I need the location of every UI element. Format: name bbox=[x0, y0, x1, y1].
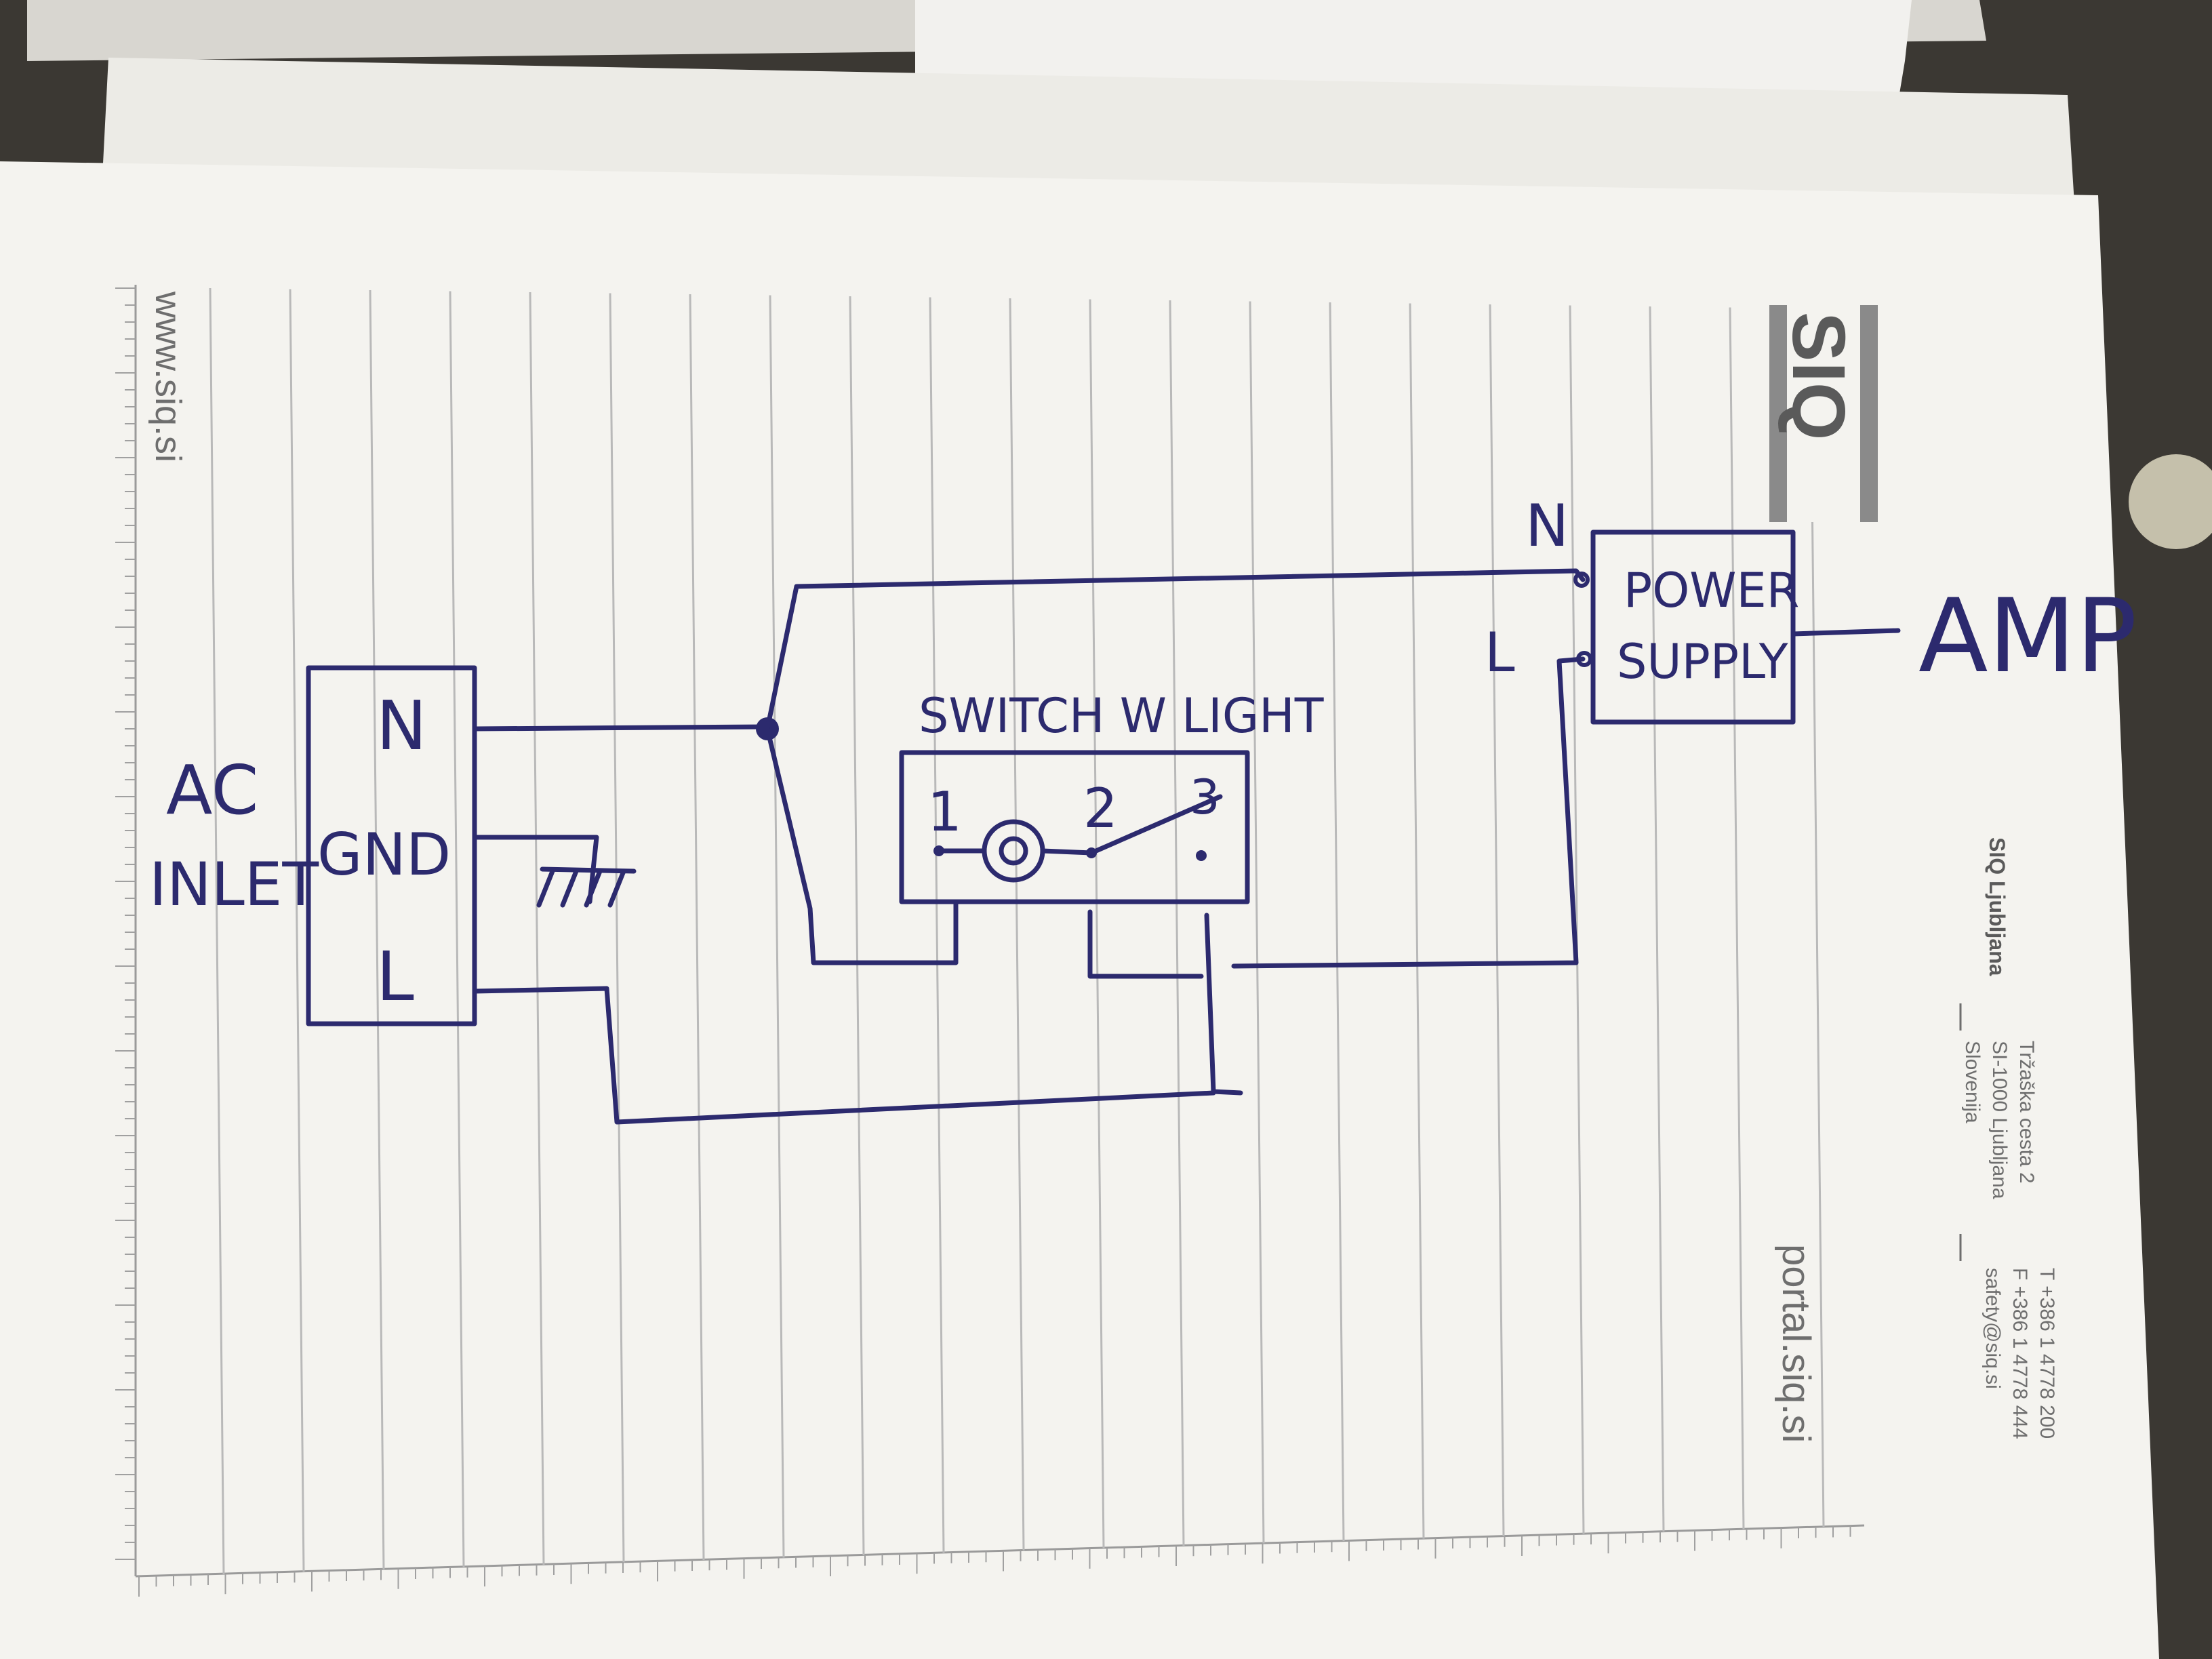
ruled-line bbox=[1329, 302, 1345, 1542]
ruled-lines bbox=[209, 287, 1825, 1575]
address-line3: Slovenija bbox=[1961, 1041, 1984, 1123]
amp-label: AMP bbox=[1918, 578, 2137, 696]
fax: F +386 1 4778 444 bbox=[2009, 1268, 2031, 1439]
ruled-line bbox=[1249, 301, 1265, 1544]
ac-label: AC bbox=[166, 751, 258, 830]
lamp-to-pin2-wire bbox=[1040, 848, 1094, 856]
psu-n-terminal bbox=[1573, 572, 1590, 588]
logo-text: SIQ bbox=[1777, 312, 1860, 441]
lamp-filament bbox=[999, 836, 1028, 866]
psu-line2: SUPPLY bbox=[1617, 634, 1788, 689]
switch-lever bbox=[1089, 794, 1223, 856]
address-line1: Tržaška cesta 2 bbox=[2015, 1041, 2038, 1184]
switch-to-psu-l-wire bbox=[1231, 656, 1586, 969]
ruled-line bbox=[449, 291, 465, 1567]
phone: T +386 1 4778 200 bbox=[2036, 1268, 2058, 1439]
power-supply-box bbox=[1590, 529, 1796, 725]
pin-l-label: L bbox=[376, 937, 414, 1016]
switched-line-wire bbox=[1087, 909, 1204, 979]
psu-l-label: L bbox=[1485, 621, 1515, 684]
ruled-line bbox=[929, 297, 945, 1553]
switch-pin1: 1 bbox=[927, 780, 962, 843]
switch-box bbox=[899, 750, 1250, 904]
neutral-to-switch-wire bbox=[765, 726, 959, 965]
company-name: SIQ Ljubljana bbox=[1985, 837, 2009, 976]
ruled-line bbox=[1089, 299, 1105, 1548]
switch-title: SWITCH W LIGHT bbox=[919, 688, 1324, 744]
ruled-line bbox=[1569, 305, 1585, 1534]
ruled-line bbox=[849, 296, 865, 1556]
live-wire bbox=[472, 986, 1216, 1125]
switch-pin2: 2 bbox=[1083, 777, 1118, 840]
neutral-wire bbox=[472, 724, 769, 732]
ruled-line bbox=[1169, 300, 1185, 1546]
psu-line1: POWER bbox=[1624, 563, 1799, 618]
switch-terminal-3 bbox=[1196, 850, 1207, 861]
siq-logo: SIQ bbox=[1769, 305, 1878, 522]
pin-n-label: N bbox=[376, 686, 427, 765]
ruled-line bbox=[609, 293, 625, 1563]
ground-wire bbox=[472, 835, 599, 904]
website-right: portal.siq.si bbox=[1774, 1244, 1818, 1443]
address-block: SIQ Ljubljana Tržaška cesta 2 SI-1000 Lj… bbox=[1959, 837, 2058, 1439]
inlet-label: INLET bbox=[149, 850, 319, 919]
ruled-line bbox=[209, 287, 225, 1575]
ruled-line bbox=[769, 295, 785, 1558]
ruled-line bbox=[529, 292, 545, 1565]
output-wire bbox=[1790, 628, 1901, 637]
website-left: www.siq.si bbox=[148, 291, 188, 462]
ground-symbol bbox=[536, 866, 637, 908]
email: safety@siq.si bbox=[1982, 1268, 2004, 1389]
ruler-ticks bbox=[115, 287, 1851, 1597]
ruled-line bbox=[1729, 307, 1745, 1530]
ruled-line bbox=[689, 294, 705, 1561]
ruled-line bbox=[369, 289, 385, 1570]
circuit-diagram: AC INLET N GND L SWITCH W LIGHT 1 2 3 bbox=[149, 492, 2137, 1125]
address-line2: SI-1000 Ljubljana bbox=[1988, 1041, 2011, 1199]
psu-n-label: N bbox=[1525, 492, 1569, 560]
ruled-line bbox=[289, 289, 305, 1572]
ruled-line bbox=[1009, 298, 1025, 1551]
paper-stack bbox=[27, 0, 2074, 203]
pin-gnd-label: GND bbox=[317, 821, 451, 889]
ac-inlet-box bbox=[306, 665, 477, 1026]
ruled-line bbox=[1649, 306, 1665, 1532]
psu-l-terminal bbox=[1576, 651, 1592, 667]
ruled-line bbox=[1489, 304, 1505, 1537]
light-reflection bbox=[2129, 454, 2212, 549]
ruled-line bbox=[1409, 303, 1425, 1539]
